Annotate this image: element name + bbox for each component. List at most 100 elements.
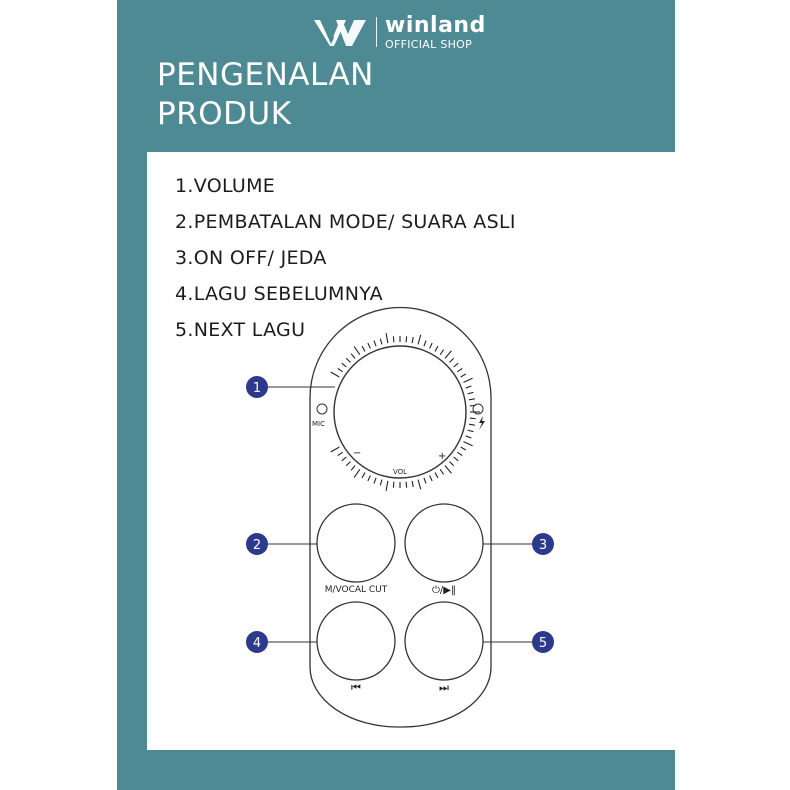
callout-3: 3: [532, 533, 554, 555]
brand-name: winland: [385, 12, 486, 38]
volume-tick: [341, 456, 347, 462]
volume-tick: [429, 342, 433, 349]
minus-label: −: [353, 448, 361, 459]
svg-text:3: 3: [539, 538, 547, 553]
plus-label: +: [438, 451, 446, 462]
volume-tick: [449, 461, 455, 467]
mode-label: M/VOCAL CUT: [325, 585, 388, 595]
feature-item-mode: 2.PEMBATALAN MODE/ SUARA ASLI: [175, 211, 516, 233]
title-line-2: PRODUK: [157, 96, 292, 132]
feature-item-volume: 1.VOLUME: [175, 175, 276, 197]
volume-tick: [423, 477, 427, 484]
brand-subtitle: OFFICIAL SHOP: [385, 37, 473, 51]
diagram-card: [147, 152, 675, 750]
volume-tick: [453, 456, 459, 462]
svg-text:4: 4: [253, 636, 261, 651]
volume-tick: [405, 336, 408, 343]
volume-tick: [423, 340, 427, 347]
previous-label: ⏮: [351, 681, 361, 694]
volume-tick: [353, 346, 361, 355]
device-outline: [309, 306, 492, 728]
volume-tick: [467, 429, 474, 433]
wv-monogram-icon: [314, 20, 366, 46]
volume-tick: [429, 475, 433, 482]
volume-tick: [449, 357, 455, 363]
volume-tick: [468, 423, 475, 426]
volume-tick: [469, 417, 476, 420]
volume-tick: [467, 391, 474, 395]
volume-tick: [392, 481, 395, 488]
volume-knob: [333, 345, 467, 479]
volume-tick: [341, 362, 347, 368]
volume-tick: [444, 350, 452, 359]
mic-label: MIC: [312, 420, 325, 428]
callout-1: 1: [246, 376, 268, 398]
volume-tick: [345, 461, 351, 467]
volume-tick: [350, 353, 356, 359]
previous-button: [316, 601, 396, 681]
volume-tick: [434, 345, 439, 352]
volume-tick: [379, 479, 383, 486]
feature-item-previous: 4.LAGU SEBELUMNYA: [175, 283, 383, 305]
volume-tick: [465, 435, 472, 439]
volume-tick: [434, 472, 439, 479]
volume-tick: [411, 337, 414, 344]
volume-tick: [457, 451, 463, 457]
mode-button: [316, 503, 396, 583]
device-diagram: MIC − + VOL M/VOCAL CUT ⏻/▶‖ ⏮ ⏭ 1 2 3 4…: [246, 306, 554, 728]
volume-tick: [379, 338, 383, 345]
callout-4: 4: [246, 631, 268, 653]
callout-5: 5: [532, 631, 554, 653]
callout-2: 2: [246, 533, 268, 555]
volume-tick: [345, 357, 351, 363]
volume-tick: [468, 398, 475, 401]
next-button: [404, 601, 484, 681]
volume-tick: [405, 481, 408, 488]
volume-tick: [337, 451, 343, 457]
volume-tick: [330, 371, 340, 378]
mic-indicator: [316, 403, 328, 415]
volume-tick: [417, 334, 422, 345]
svg-text:5: 5: [539, 636, 547, 651]
page-title: PENGENALAN PRODUK: [157, 56, 374, 134]
next-label: ⏭: [439, 681, 449, 694]
volume-tick: [463, 377, 473, 383]
feature-item-next: 5.NEXT LAGU: [175, 319, 306, 341]
volume-tick: [367, 475, 371, 482]
volume-tick: [361, 472, 366, 479]
volume-tick: [439, 349, 445, 355]
volume-tick: [385, 480, 389, 491]
volume-tick: [465, 385, 472, 389]
volume-tick: [392, 336, 395, 343]
svg-text:1: 1: [253, 381, 261, 396]
volume-tick: [367, 342, 371, 349]
svg-text:2: 2: [253, 538, 261, 553]
volume-tick: [350, 465, 356, 471]
charge-icon: [479, 416, 485, 430]
brand-header: winland OFFICIAL SHOP: [312, 14, 486, 50]
play-pause-button: [404, 503, 484, 583]
vol-label: VOL: [393, 468, 407, 476]
volume-tick: [457, 367, 463, 373]
volume-tick: [330, 446, 340, 453]
volume-tick: [337, 367, 343, 373]
volume-tick: [361, 345, 366, 352]
volume-tick: [411, 480, 414, 487]
volume-tick-ring: [330, 333, 480, 491]
volume-tick: [439, 469, 445, 475]
volume-tick: [463, 441, 473, 447]
volume-tick: [373, 477, 377, 484]
volume-tick: [460, 373, 467, 378]
volume-tick: [460, 446, 467, 451]
volume-tick: [444, 465, 452, 474]
play-pause-label: ⏻/▶‖: [432, 585, 456, 596]
volume-tick: [385, 333, 389, 344]
title-line-1: PENGENALAN: [157, 57, 374, 93]
brand-divider: [376, 17, 377, 47]
volume-tick: [453, 362, 459, 368]
volume-tick: [353, 469, 361, 478]
volume-tick: [417, 479, 422, 490]
volume-tick: [373, 340, 377, 347]
charge-indicator: [472, 403, 484, 415]
feature-item-power: 3.ON OFF/ JEDA: [175, 247, 327, 269]
